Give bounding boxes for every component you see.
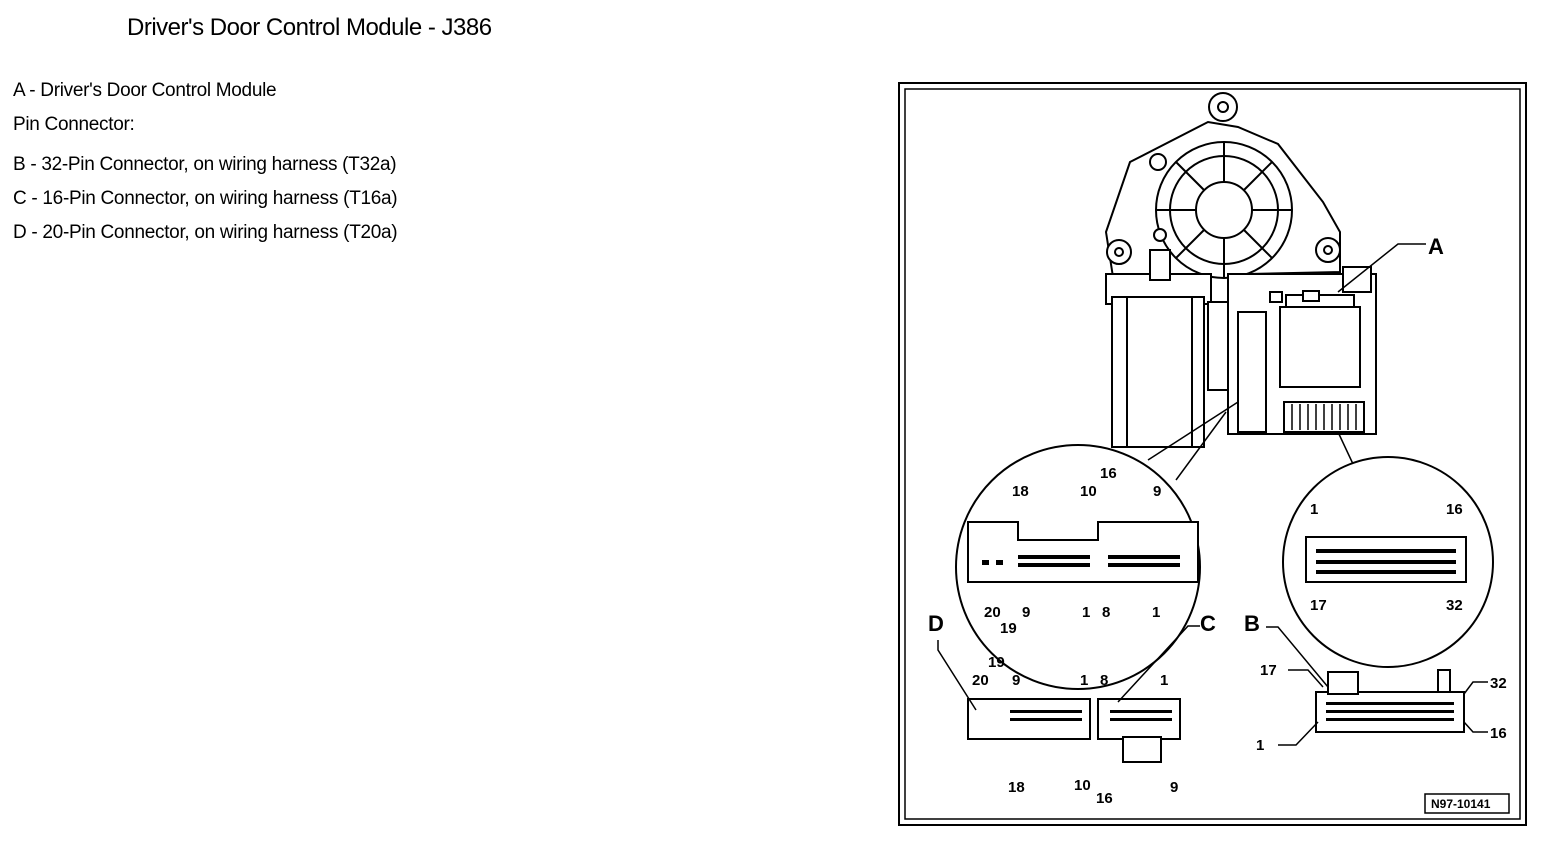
pin-label: 1 <box>1256 737 1264 754</box>
pin-label: 18 <box>1012 483 1029 500</box>
pin-label: 8 <box>1100 672 1108 689</box>
pin-label: 9 <box>1022 604 1030 621</box>
pin-label: 20 <box>984 604 1001 621</box>
detail-circle-d-c: 18 10 9 16 20 19 9 1 8 1 <box>955 444 1201 690</box>
pin-label: 17 <box>1260 662 1277 679</box>
inner-frame <box>904 88 1521 820</box>
legend-pin-connector: Pin Connector: <box>13 114 135 135</box>
connector-d-c: D C 19 20 9 1 8 1 18 10 16 9 <box>928 611 1216 807</box>
pin-label: 32 <box>1490 675 1507 692</box>
pin-label: 17 <box>1310 597 1327 614</box>
legend-item-d: D - 20-Pin Connector, on wiring harness … <box>13 222 398 243</box>
pin-label: 16 <box>1100 465 1117 482</box>
outer-frame <box>898 82 1527 826</box>
callout-d: D <box>928 611 944 636</box>
detail-circle-b: 1 16 17 32 <box>1282 456 1494 668</box>
pin-label: 16 <box>1096 790 1113 807</box>
pin-label: 19 <box>1000 620 1017 637</box>
connector-b: B 17 32 1 16 <box>1244 611 1507 754</box>
pin-label: 32 <box>1446 597 1463 614</box>
figure-id: N97-10141 <box>1431 797 1491 811</box>
pin-label: 9 <box>1012 672 1020 689</box>
pin-label: 1 <box>1152 604 1160 621</box>
pin-label: 1 <box>1310 501 1318 518</box>
pin-label: 20 <box>972 672 989 689</box>
legend-item-a: A - Driver's Door Control Module <box>13 80 277 101</box>
component-diagram: A 18 10 9 16 20 19 9 1 8 1 1 16 17 32 <box>898 82 1527 826</box>
pin-label: 9 <box>1153 483 1161 500</box>
page-title: Driver's Door Control Module - J386 <box>127 14 492 41</box>
pin-label: 10 <box>1080 483 1097 500</box>
pin-label: 10 <box>1074 777 1091 794</box>
pin-label: 16 <box>1446 501 1463 518</box>
door-module-illustration <box>1104 92 1377 448</box>
pin-label: 8 <box>1102 604 1110 621</box>
pin-label: 9 <box>1170 779 1178 796</box>
pin-label: 16 <box>1490 725 1507 742</box>
legend-item-c: C - 16-Pin Connector, on wiring harness … <box>13 188 398 209</box>
pin-label: 1 <box>1160 672 1168 689</box>
pin-label: 1 <box>1082 604 1090 621</box>
legend-item-b: B - 32-Pin Connector, on wiring harness … <box>13 154 397 175</box>
pin-label: 1 <box>1080 672 1088 689</box>
pin-label: 18 <box>1008 779 1025 796</box>
callout-b: B <box>1244 611 1260 636</box>
callout-c: C <box>1200 611 1216 636</box>
callout-a: A <box>1428 234 1444 259</box>
pin-label: 19 <box>988 654 1005 671</box>
